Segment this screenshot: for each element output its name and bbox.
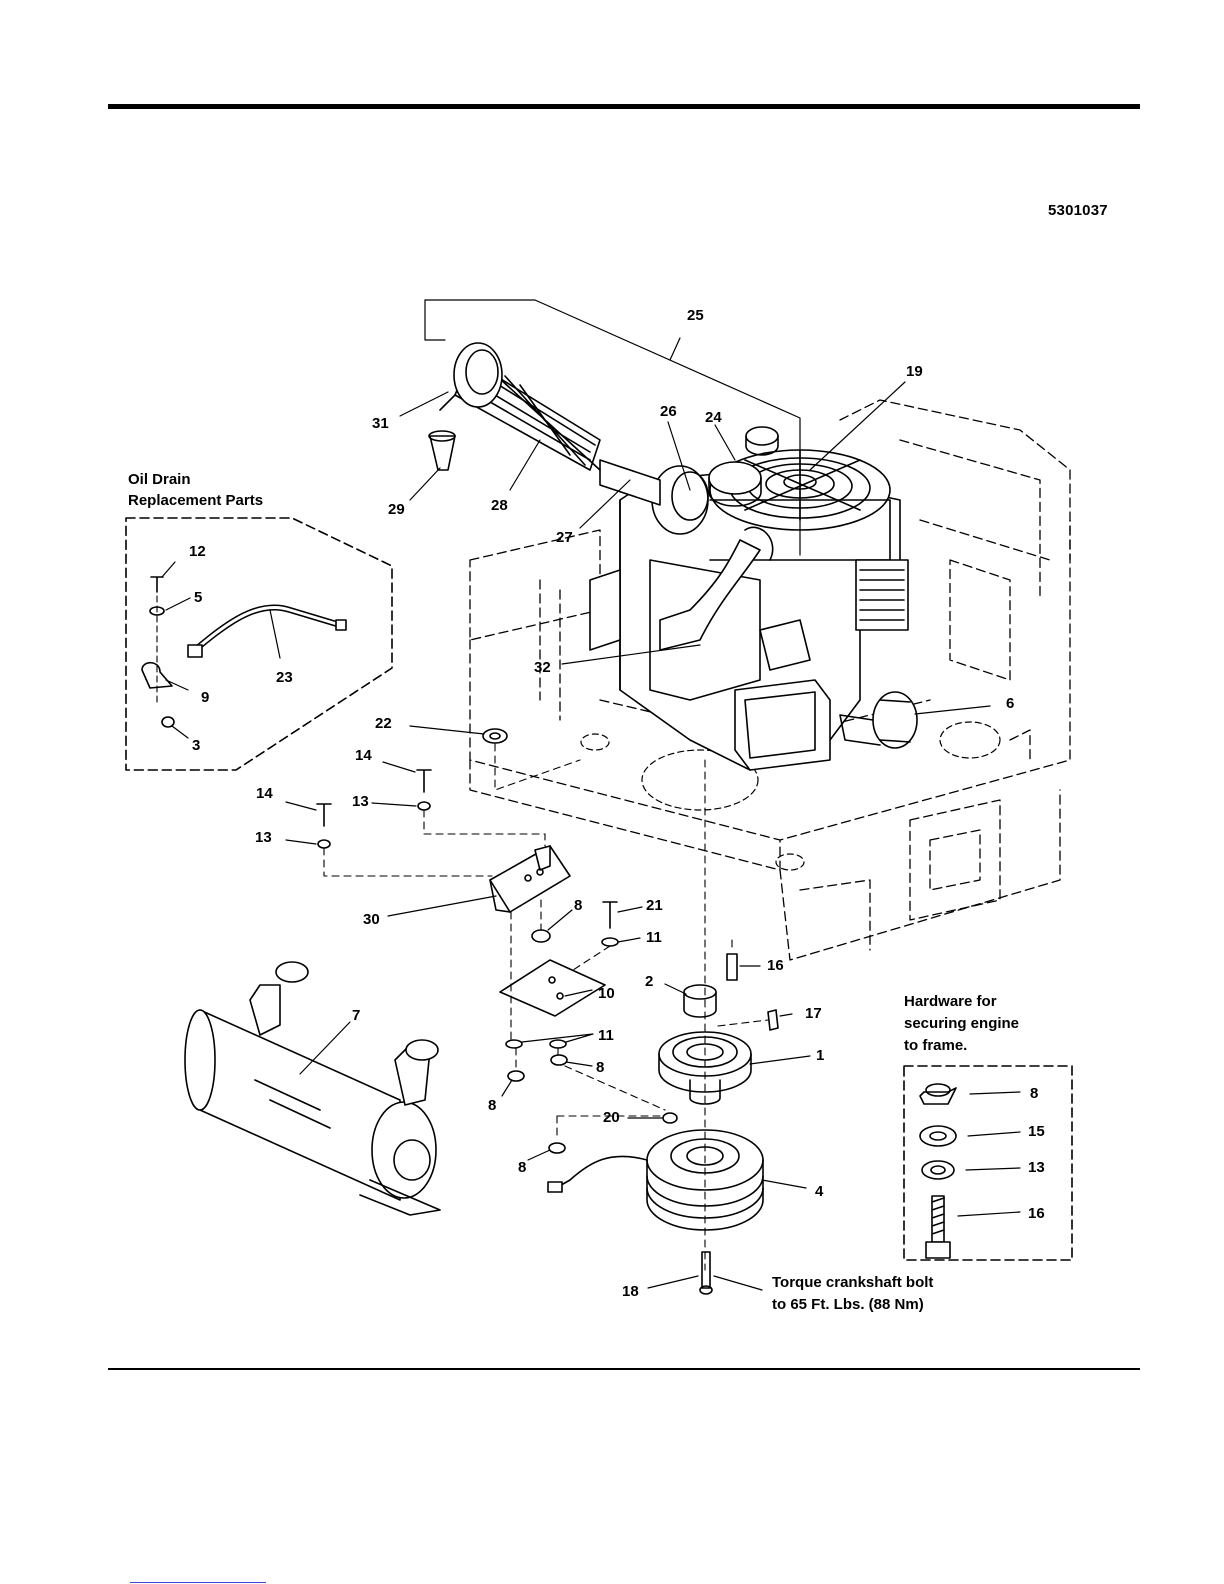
callout-6: 6 xyxy=(1006,695,1014,712)
callout-25: 25 xyxy=(687,307,704,324)
callout-16a: 16 xyxy=(767,957,784,974)
callout-8c: 8 xyxy=(488,1097,496,1114)
bottom-rule xyxy=(108,1368,1140,1370)
hardware-title-line3: to frame. xyxy=(904,1037,967,1054)
engine-assembly xyxy=(590,427,917,770)
callout-3: 3 xyxy=(192,737,200,754)
callout-11b: 11 xyxy=(598,1027,614,1044)
callout-17: 17 xyxy=(805,1005,822,1022)
callout-9: 9 xyxy=(201,689,209,706)
callout-13c: 13 xyxy=(1028,1159,1045,1176)
callout-22: 22 xyxy=(375,715,392,732)
torque-note-line1: Torque crankshaft bolt xyxy=(772,1274,933,1291)
callout-13a: 13 xyxy=(352,793,369,810)
callout-24: 24 xyxy=(705,409,722,426)
footer-link-underline[interactable] xyxy=(130,1582,266,1583)
callout-21: 21 xyxy=(646,897,663,914)
oil-drain-box xyxy=(126,518,392,770)
callout-8b: 8 xyxy=(596,1059,604,1076)
callout-15: 15 xyxy=(1028,1123,1045,1140)
callout-27: 27 xyxy=(556,529,573,546)
callout-10: 10 xyxy=(598,985,615,1002)
torque-note-line2: to 65 Ft. Lbs. (88 Nm) xyxy=(772,1296,924,1313)
callout-13b: 13 xyxy=(255,829,272,846)
callout-5: 5 xyxy=(194,589,202,606)
pulley-and-clutch xyxy=(548,1032,763,1230)
callout-19: 19 xyxy=(906,363,923,380)
oil-drain-title-line2: Replacement Parts xyxy=(128,492,263,509)
callout-30: 30 xyxy=(363,911,380,928)
callout-2: 2 xyxy=(645,973,653,990)
hardware-title-line2: securing engine xyxy=(904,1015,1019,1032)
callout-7: 7 xyxy=(352,1007,360,1024)
callout-4: 4 xyxy=(815,1183,824,1200)
hardware-title-line1: Hardware for xyxy=(904,993,997,1010)
callout-16b: 16 xyxy=(1028,1205,1045,1222)
callout-12: 12 xyxy=(189,543,206,560)
muffler xyxy=(185,962,440,1215)
callout-28: 28 xyxy=(491,497,508,514)
callout-14b: 14 xyxy=(256,785,273,802)
callout-26: 26 xyxy=(660,403,677,420)
callout-18: 18 xyxy=(622,1283,639,1300)
callout-23: 23 xyxy=(276,669,293,686)
callout-14a: 14 xyxy=(355,747,372,764)
callout-8e: 8 xyxy=(1030,1085,1038,1102)
callout-11a: 11 xyxy=(646,929,662,946)
callout-1: 1 xyxy=(816,1047,824,1064)
callout-8a: 8 xyxy=(574,897,582,914)
callout-20: 20 xyxy=(603,1109,620,1126)
callout-32: 32 xyxy=(534,659,551,676)
air-cleaner xyxy=(429,343,600,470)
callout-31: 31 xyxy=(372,415,389,432)
hardware-box xyxy=(904,1066,1072,1260)
oil-drain-title-line1: Oil Drain xyxy=(128,471,191,488)
callout-29: 29 xyxy=(388,501,405,518)
callout-8d: 8 xyxy=(518,1159,526,1176)
